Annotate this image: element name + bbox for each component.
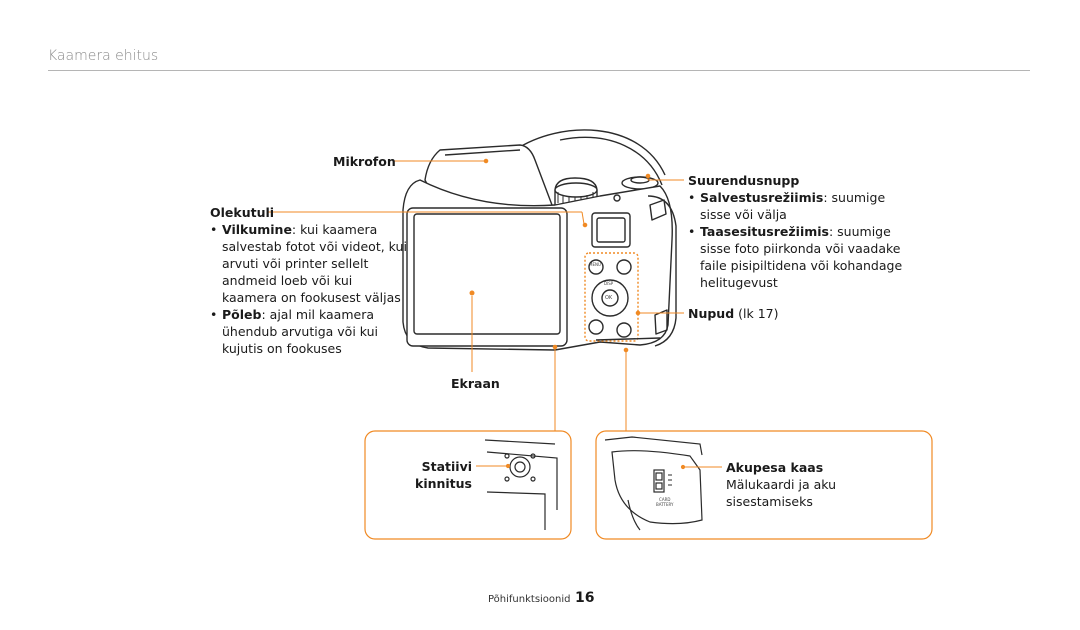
label-mikrofon: Mikrofon [333, 154, 396, 169]
detail-boxes [364, 430, 933, 540]
label-statiivi-kinnitus: Statiivi kinnitus [415, 459, 472, 491]
battery-detail-drawing [604, 436, 703, 531]
menu-button-marking: MENU [589, 262, 601, 267]
disp-marking: DISP [604, 281, 614, 286]
olekutuli-title: Olekutuli [210, 205, 275, 220]
nupud-page-ref: (lk 17) [734, 306, 779, 321]
olekutuli-item: Põleb: ajal mil kaamera ühendub arvutiga… [210, 306, 410, 357]
camera-back-drawing [402, 129, 677, 351]
suurendusnupp-list: Salvestusrežiimis: suumige sisse või väl… [688, 189, 918, 291]
label-nupud: Nupud (lk 17) [688, 306, 779, 321]
olekutuli-item: Vilkumine: kui kaamera salvestab fotot v… [210, 221, 410, 306]
suurendusnupp-title: Suurendusnupp [688, 173, 800, 188]
tripod-detail-drawing [484, 439, 558, 530]
label-suurendusnupp: Suurendusnupp Salvestusrežiimis: suumige… [688, 172, 918, 291]
akupesa-desc: Mälukaardi ja aku sisestamiseks [726, 477, 837, 509]
suurendusnupp-item: Taasesitusrežiimis: suumige sisse foto p… [688, 223, 918, 291]
suurendusnupp-item: Salvestusrežiimis: suumige sisse või väl… [688, 189, 918, 223]
callout-lines [268, 158, 684, 431]
page-number: 16 [575, 590, 595, 606]
label-ekraan: Ekraan [451, 376, 500, 391]
footer-text: Põhifunktsioonid [488, 594, 571, 605]
label-olekutuli: Olekutuli Vilkumine: kui kaamera salvest… [210, 204, 410, 357]
akupesa-title: Akupesa kaas [726, 460, 824, 475]
tripod-callout [476, 463, 511, 469]
section-title: Kaamera ehitus [48, 48, 159, 64]
olekutuli-list: Vilkumine: kui kaamera salvestab fotot v… [210, 221, 410, 357]
card-battery-marking: CARD BATTERY [656, 497, 674, 507]
header-rule [48, 70, 1030, 71]
battery-callout [680, 464, 722, 470]
label-akupesa-kaas: Akupesa kaas Mälukaardi ja aku sisestami… [726, 459, 926, 510]
ok-marking: OK [605, 295, 613, 301]
